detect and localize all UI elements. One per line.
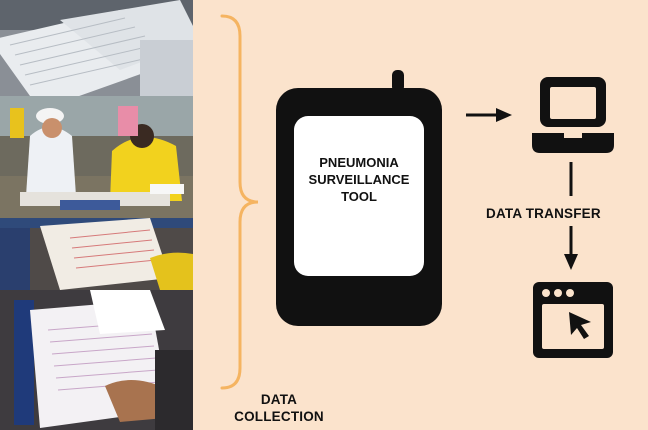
data-collection-line-1: DATA [260, 392, 298, 407]
data-transfer-label: DATA TRANSFER [486, 206, 601, 221]
photo-collage [0, 0, 193, 430]
browser-window-cursor-icon [533, 282, 613, 358]
data-collection-line-2: COLLECTION [234, 409, 324, 424]
mobile-phone-icon [276, 70, 442, 326]
phone-line-1: PNEUMONIA [319, 155, 399, 170]
connector-line [569, 162, 573, 196]
arrow-right-icon [466, 108, 512, 122]
photo-ledger-books [0, 0, 193, 96]
laptop-icon [532, 77, 614, 153]
curly-brace-icon [220, 14, 259, 390]
photo-register-book [0, 218, 193, 290]
photo-patient-records [0, 290, 193, 430]
arrow-down-icon [564, 226, 578, 270]
phone-screen-label: PNEUMONIA SURVEILLANCE TOOL [296, 154, 422, 205]
data-collection-label: DATA COLLECTION [212, 391, 346, 425]
phone-line-3: TOOL [341, 189, 377, 204]
phone-line-2: SURVEILLANCE [308, 172, 410, 187]
photo-health-workers [0, 96, 193, 218]
